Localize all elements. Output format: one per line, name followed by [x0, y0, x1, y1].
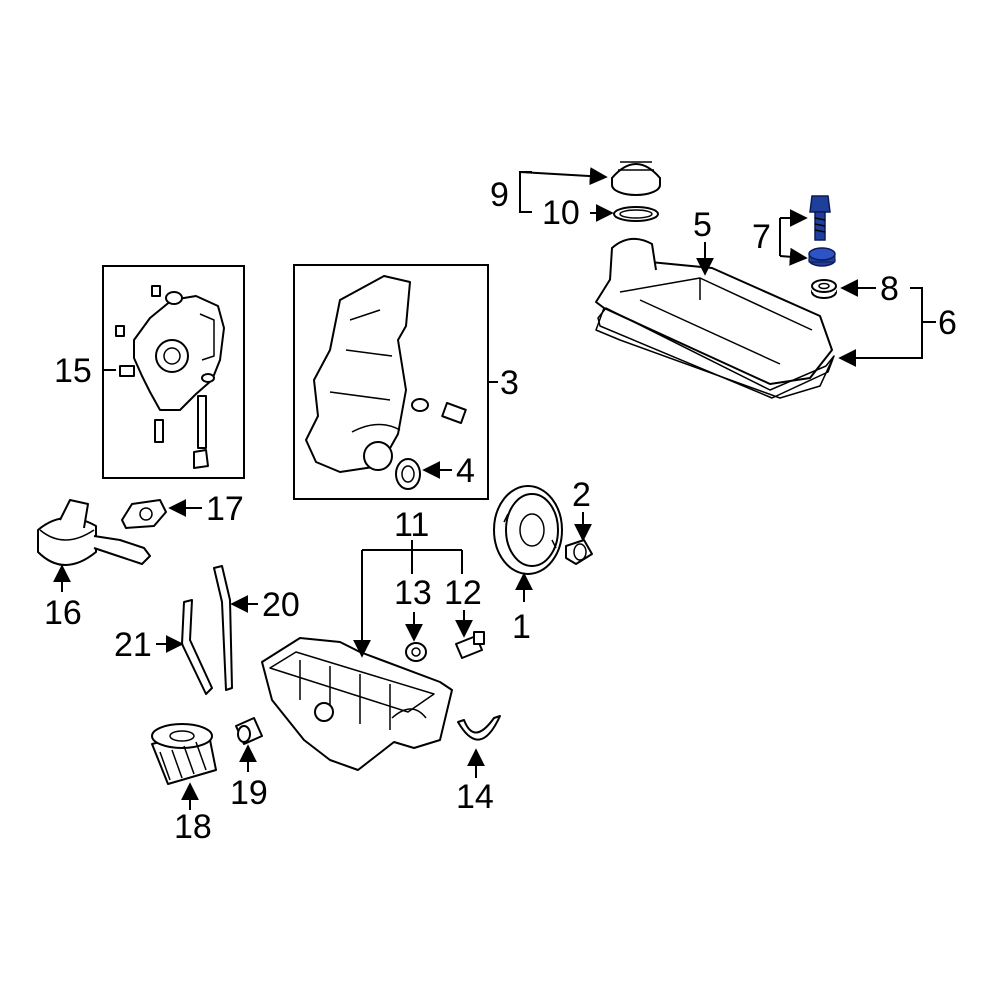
- callout-3: 3: [500, 364, 519, 402]
- oil-strainer[interactable]: [37, 499, 151, 566]
- callout-11: 11: [394, 506, 429, 544]
- oil-filter[interactable]: [151, 723, 217, 785]
- valve-cover[interactable]: [595, 237, 833, 399]
- valve-cover-washer[interactable]: [811, 279, 837, 299]
- callout-14: 14: [456, 778, 494, 816]
- callout-10: 10: [542, 194, 580, 232]
- oil-filler-cap[interactable]: [611, 161, 661, 196]
- dipstick-guide-tube[interactable]: [181, 599, 213, 695]
- callout-12: 12: [444, 574, 482, 612]
- bolt-grommet[interactable]: [808, 247, 836, 267]
- callout-5: 5: [693, 206, 712, 244]
- crankshaft-pulley-bolt[interactable]: [565, 539, 593, 565]
- callout-17: 17: [206, 490, 244, 528]
- valve-cover-bolt[interactable]: [809, 195, 831, 241]
- crankshaft-seal[interactable]: [395, 458, 421, 490]
- callout-21: 21: [114, 626, 152, 664]
- callout-6: 6: [938, 304, 957, 342]
- oil-pan[interactable]: [261, 637, 453, 771]
- oil-pump-box: [102, 265, 245, 479]
- oil-dipstick[interactable]: [213, 565, 233, 691]
- crankshaft-thrust-washer[interactable]: [457, 715, 501, 741]
- callout-2: 2: [572, 476, 591, 514]
- callout-18: 18: [174, 808, 212, 846]
- callout-19: 19: [230, 774, 268, 812]
- callout-20: 20: [262, 586, 300, 624]
- bolt-head: [809, 195, 831, 213]
- callout-4: 4: [456, 452, 475, 490]
- oil-strainer-gasket[interactable]: [121, 499, 167, 529]
- callout-13: 13: [394, 574, 432, 612]
- callout-1: 1: [512, 608, 531, 646]
- callout-9: 9: [490, 176, 509, 214]
- callout-8: 8: [880, 270, 899, 308]
- crankshaft-pulley[interactable]: [493, 485, 563, 575]
- callout-7: 7: [752, 218, 771, 256]
- callout-16: 16: [44, 594, 82, 632]
- timing-cover-bolts[interactable]: [411, 398, 467, 424]
- drain-bolt-washer[interactable]: [405, 642, 427, 662]
- timing-cover[interactable]: [305, 275, 411, 473]
- oil-pump[interactable]: [133, 295, 225, 411]
- oil-pan-drain-bolt[interactable]: [455, 631, 485, 659]
- callout-15: 15: [54, 352, 92, 390]
- oil-filler-seal[interactable]: [613, 206, 659, 222]
- valve-cover-gasket[interactable]: [597, 307, 835, 399]
- oil-pump-small-parts[interactable]: [115, 285, 209, 469]
- oil-filter-union[interactable]: [235, 717, 263, 745]
